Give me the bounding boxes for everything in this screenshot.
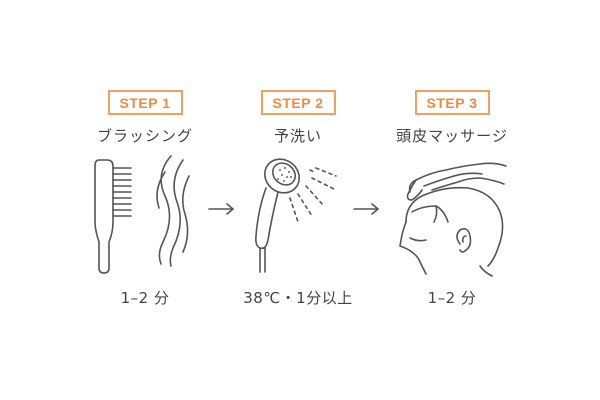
step-2: STEP 2 予洗い [223,90,373,146]
scalp-massage-icon [399,162,507,277]
step-2-duration: 38℃・1分以上 [243,289,353,307]
step-1-duration: 1–2 分 [120,289,170,307]
arrow-right-icon [353,203,379,215]
step-3: STEP 3 頭皮マッサージ [377,90,527,146]
step-1-title: ブラッシング [96,127,193,145]
arrow-right-icon [208,203,234,215]
step-1: STEP 1 ブラッシング [70,90,220,146]
brush-and-hair-icon [94,155,190,274]
step-3-badge: STEP 3 [414,90,490,115]
step-3-title: 頭皮マッサージ [396,127,508,145]
step-3-duration: 1–2 分 [427,289,477,307]
step-1-badge: STEP 1 [107,90,183,115]
shower-head-icon [255,158,337,273]
step-2-badge: STEP 2 [260,90,336,115]
step-2-title: 予洗い [273,127,322,145]
